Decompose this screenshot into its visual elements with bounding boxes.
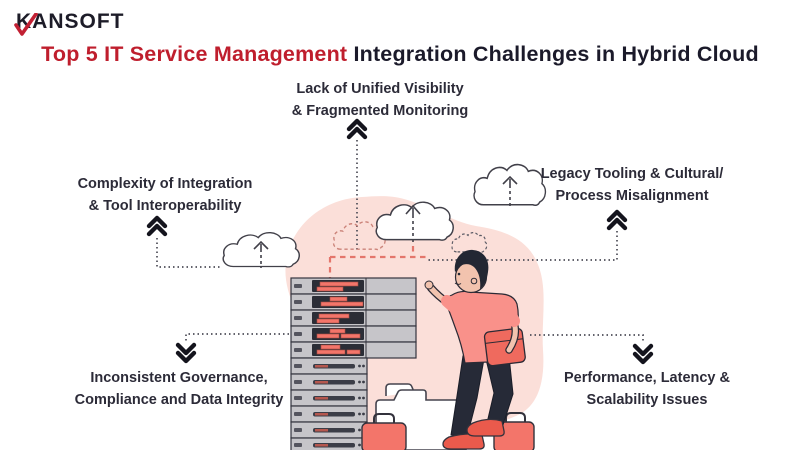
logo-check-icon: [14, 13, 38, 36]
chevron-up-icon: [606, 209, 628, 231]
challenge-mid-right: Legacy Tooling & Cultural/ Process Misal…: [541, 164, 724, 208]
dashed-cloud-icon: [332, 221, 386, 251]
cloud-upload-icon: [375, 201, 454, 242]
challenge-bottom-left: Inconsistent Governance, Compliance and …: [75, 368, 284, 412]
rack-units: [290, 357, 368, 450]
challenge-line: Complexity of Integration: [77, 176, 253, 192]
logo-text: KANSOFT: [16, 10, 125, 33]
connector-bottom-right: [530, 334, 644, 343]
challenge-line: & Tool Interoperability: [88, 197, 242, 214]
challenge-mid-left: Complexity of Integration & Tool Interop…: [78, 174, 253, 218]
up-arrow: [405, 204, 421, 242]
connector-left: [156, 238, 222, 268]
challenge-line: Legacy Tooling & Cultural/: [540, 166, 724, 182]
cloud-upload-icon: [222, 232, 300, 268]
briefcase-icon: [483, 327, 526, 367]
title-rest: Integration Challenges in Hybrid Cloud: [347, 42, 759, 66]
cloud-upload-icon: [473, 163, 547, 208]
red-dashed-connector: [328, 246, 430, 278]
page-title: Top 5 IT Service Management Integration …: [0, 42, 800, 67]
server-rack-icon: [290, 277, 417, 450]
chevron-down-icon: [175, 342, 197, 364]
person-hand: [424, 280, 434, 290]
suitcase-icon: [361, 413, 407, 450]
challenge-line: Process Misalignment: [555, 187, 709, 204]
up-arrow: [502, 175, 518, 208]
connector-right: [428, 231, 618, 261]
challenge-line: & Fragmented Monitoring: [291, 102, 469, 119]
challenge-line: Inconsistent Governance,: [90, 370, 268, 386]
kansoft-logo: KANSOFT: [14, 10, 125, 36]
challenge-top-center: Lack of Unified Visibility & Fragmented …: [292, 79, 468, 123]
shoe: [466, 418, 505, 437]
title-highlight: Top 5 IT Service Management: [41, 42, 348, 66]
challenge-line: Compliance and Data Integrity: [74, 391, 284, 408]
challenge-line: Lack of Unified Visibility: [296, 81, 464, 97]
chevron-down-icon: [632, 343, 654, 365]
person-figure: [424, 249, 526, 450]
chevron-up-icon: [146, 215, 168, 237]
person-hair: [454, 249, 489, 289]
dotted-connectors: [156, 140, 644, 343]
chevron-up-icon: [346, 118, 368, 140]
challenge-bottom-right: Performance, Latency & Scalability Issue…: [564, 368, 730, 412]
rack-alert-units: [290, 277, 417, 359]
connector-bottom-left: [185, 333, 298, 342]
challenge-line: Scalability Issues: [586, 391, 708, 408]
up-arrow: [253, 240, 269, 268]
challenge-line: Performance, Latency &: [563, 370, 731, 386]
